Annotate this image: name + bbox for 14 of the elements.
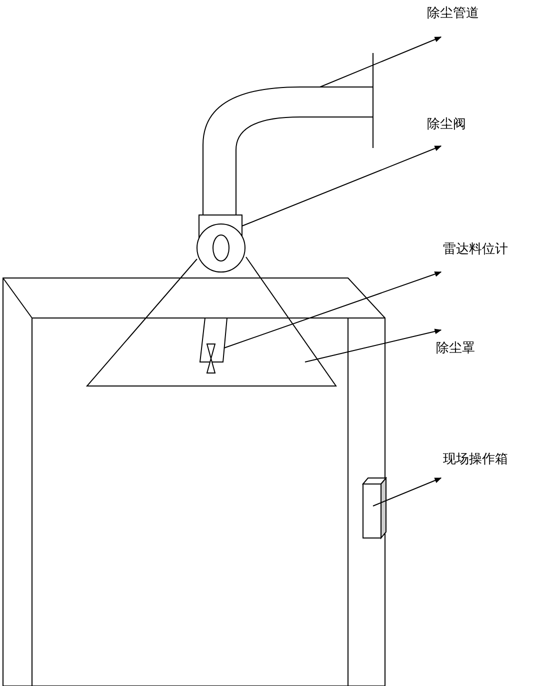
- radar-sensor-drawing: [199, 317, 228, 374]
- control-box-drawing: [362, 477, 387, 539]
- leader-line: [320, 36, 442, 88]
- leader-line: [242, 146, 442, 226]
- leader-line: [372, 478, 442, 506]
- part-label: 现场操作箱: [443, 452, 508, 468]
- leader-line: [304, 328, 442, 362]
- pipe-drawing: [203, 53, 374, 215]
- leader-line: [224, 271, 442, 348]
- valve-drawing: [197, 214, 246, 273]
- part-label: 除尘阀: [427, 117, 466, 133]
- part-label: 雷达料位计: [443, 242, 508, 258]
- part-label: 除尘罩: [436, 341, 475, 357]
- part-label: 除尘管道: [427, 6, 479, 22]
